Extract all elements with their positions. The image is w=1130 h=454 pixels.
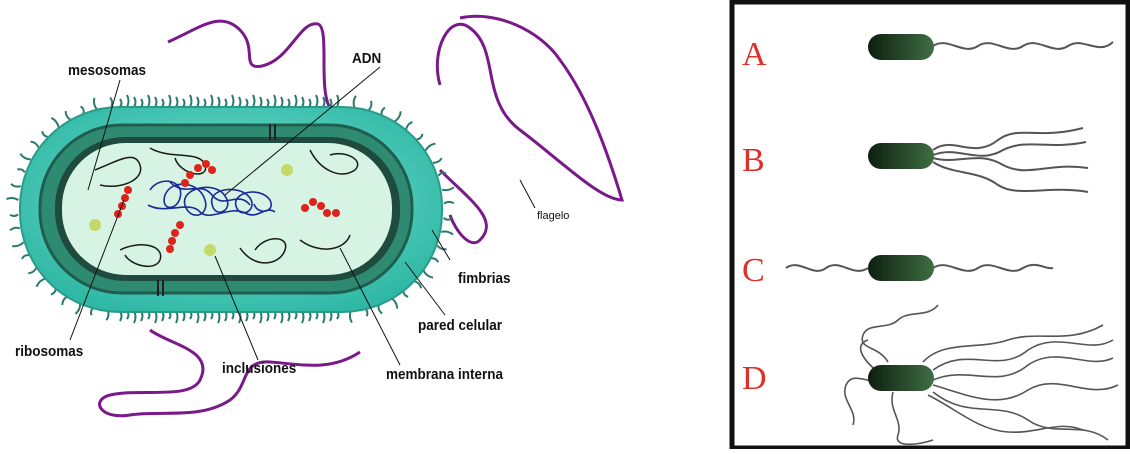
- fimbria: [11, 184, 21, 187]
- label-adn: ADN: [352, 50, 381, 67]
- fimbria: [197, 97, 199, 107]
- fimbria: [368, 101, 371, 111]
- fimbria: [141, 99, 143, 107]
- fimbria: [444, 202, 454, 204]
- fimbria: [110, 97, 112, 107]
- label-fimbrias: fimbrias: [458, 270, 511, 287]
- fimbria: [323, 97, 325, 107]
- fimbria: [426, 144, 436, 151]
- fimbria: [134, 97, 136, 107]
- fimbria: [406, 122, 412, 130]
- fimbria: [155, 97, 157, 107]
- label-ribosomas: ribosomas: [15, 343, 83, 360]
- fimbria: [183, 99, 185, 107]
- fimbria: [431, 258, 438, 262]
- fimbria: [66, 111, 71, 120]
- fimbria: [267, 99, 269, 107]
- fimbria: [391, 298, 397, 308]
- bacterial-cell-diagram: mesosomas ADN flagelo fimbrias pared cel…: [0, 0, 640, 449]
- fimbria: [246, 99, 248, 107]
- fimbria: [10, 228, 20, 231]
- fimbria: [354, 96, 356, 108]
- fimbria: [274, 95, 276, 107]
- fimbria: [316, 95, 318, 107]
- fimbria: [302, 97, 304, 107]
- fimbria: [309, 99, 311, 107]
- fimbria: [22, 255, 29, 259]
- fimbria: [423, 270, 433, 277]
- body-a: [868, 34, 934, 60]
- fimbria: [81, 106, 84, 113]
- fimbria: [20, 154, 30, 160]
- fimbria: [10, 214, 18, 216]
- fimbria: [433, 158, 442, 163]
- fimbria: [441, 232, 453, 235]
- fimbria: [42, 131, 48, 137]
- flagellum-right: [437, 16, 622, 200]
- fimbria: [162, 99, 164, 107]
- fimbria: [417, 134, 423, 139]
- fimbria: [6, 198, 18, 200]
- fimbria: [75, 303, 80, 314]
- fimbria: [169, 95, 171, 107]
- fimbria: [17, 169, 24, 172]
- fimbria: [51, 118, 58, 128]
- label-membrana-interna: membrana interna: [386, 366, 503, 383]
- flagellum-top: [168, 21, 330, 108]
- body-b: [868, 143, 934, 169]
- fimbria: [176, 97, 178, 107]
- fimbria: [382, 108, 385, 115]
- fimbria: [225, 99, 227, 107]
- fimbria: [28, 268, 36, 274]
- fimbria: [148, 95, 150, 107]
- fimbria: [120, 99, 122, 107]
- panel-letter-a: A: [742, 38, 767, 72]
- fimbria: [204, 99, 206, 107]
- fimbria: [295, 95, 297, 107]
- body-c: [868, 255, 934, 281]
- fimbria: [444, 218, 452, 220]
- fimbria: [239, 97, 241, 107]
- body-d: [868, 365, 934, 391]
- panel-letter-d: D: [742, 362, 767, 396]
- fimbria: [211, 95, 213, 107]
- fimbria: [94, 98, 97, 110]
- flagella-arrangements-drawing: [728, 0, 1130, 449]
- fimbria: [253, 95, 255, 107]
- fimbria: [31, 142, 39, 148]
- panel-letter-b: B: [742, 144, 765, 178]
- fimbria: [395, 111, 401, 121]
- fimbria: [218, 97, 220, 107]
- fimbria: [37, 279, 46, 287]
- label-flagelo: flagelo: [537, 210, 569, 222]
- label-pared-celular: pared celular: [418, 317, 502, 334]
- panel-letter-c: C: [742, 254, 765, 288]
- label-inclusiones: inclusiones: [222, 360, 296, 377]
- fimbria: [288, 99, 290, 107]
- flagella-arrangements-panel: A B C D: [728, 0, 1130, 449]
- fimbria: [127, 95, 129, 107]
- fimbria: [260, 97, 262, 107]
- fimbria: [281, 97, 283, 107]
- label-mesosomas: mesosomas: [68, 62, 146, 79]
- fimbria: [190, 95, 192, 107]
- fimbria: [12, 242, 23, 246]
- fimbria: [232, 95, 234, 107]
- fimbria: [330, 99, 332, 107]
- fimbria: [442, 187, 454, 190]
